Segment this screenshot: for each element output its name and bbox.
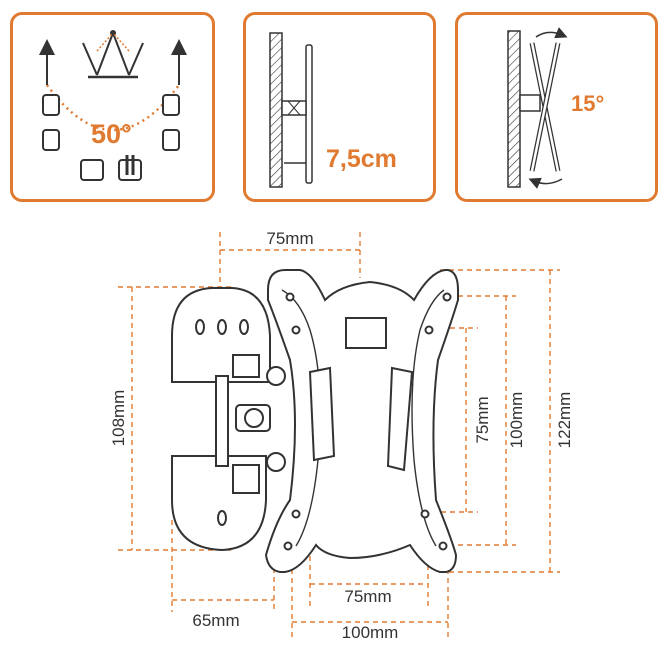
tilt-panel: 50°: [10, 12, 215, 202]
swivel-angle-icon: [507, 27, 568, 189]
dim-height-108: 108mm: [109, 390, 128, 447]
swivel-angle-label: 15°: [571, 91, 605, 116]
dim-wall-plate-65: 65mm: [192, 611, 239, 630]
depth-panel: 7,5cm: [243, 12, 436, 202]
dim-top-75: 75mm: [266, 229, 313, 248]
wall-plate: [171, 287, 286, 552]
swivel-panel: 15°: [455, 12, 658, 202]
wall-distance-icon: [269, 32, 313, 188]
dim-bottom-100: 100mm: [342, 623, 399, 642]
dim-height-75: 75mm: [473, 396, 492, 443]
tilt-angle-label: 50°: [91, 119, 132, 149]
dim-height-100: 100mm: [507, 392, 526, 449]
dimension-guides: [118, 232, 560, 640]
bracket-dimension-drawing: 75mm 108mm 75mm 100mm 122mm 65mm 75mm 10…: [109, 229, 574, 642]
dim-bottom-75: 75mm: [344, 587, 391, 606]
wall-distance-label: 7,5cm: [326, 145, 397, 173]
tilt-range-icon: [39, 30, 187, 181]
vesa-plate: [264, 269, 459, 573]
dim-height-122: 122mm: [555, 392, 574, 449]
